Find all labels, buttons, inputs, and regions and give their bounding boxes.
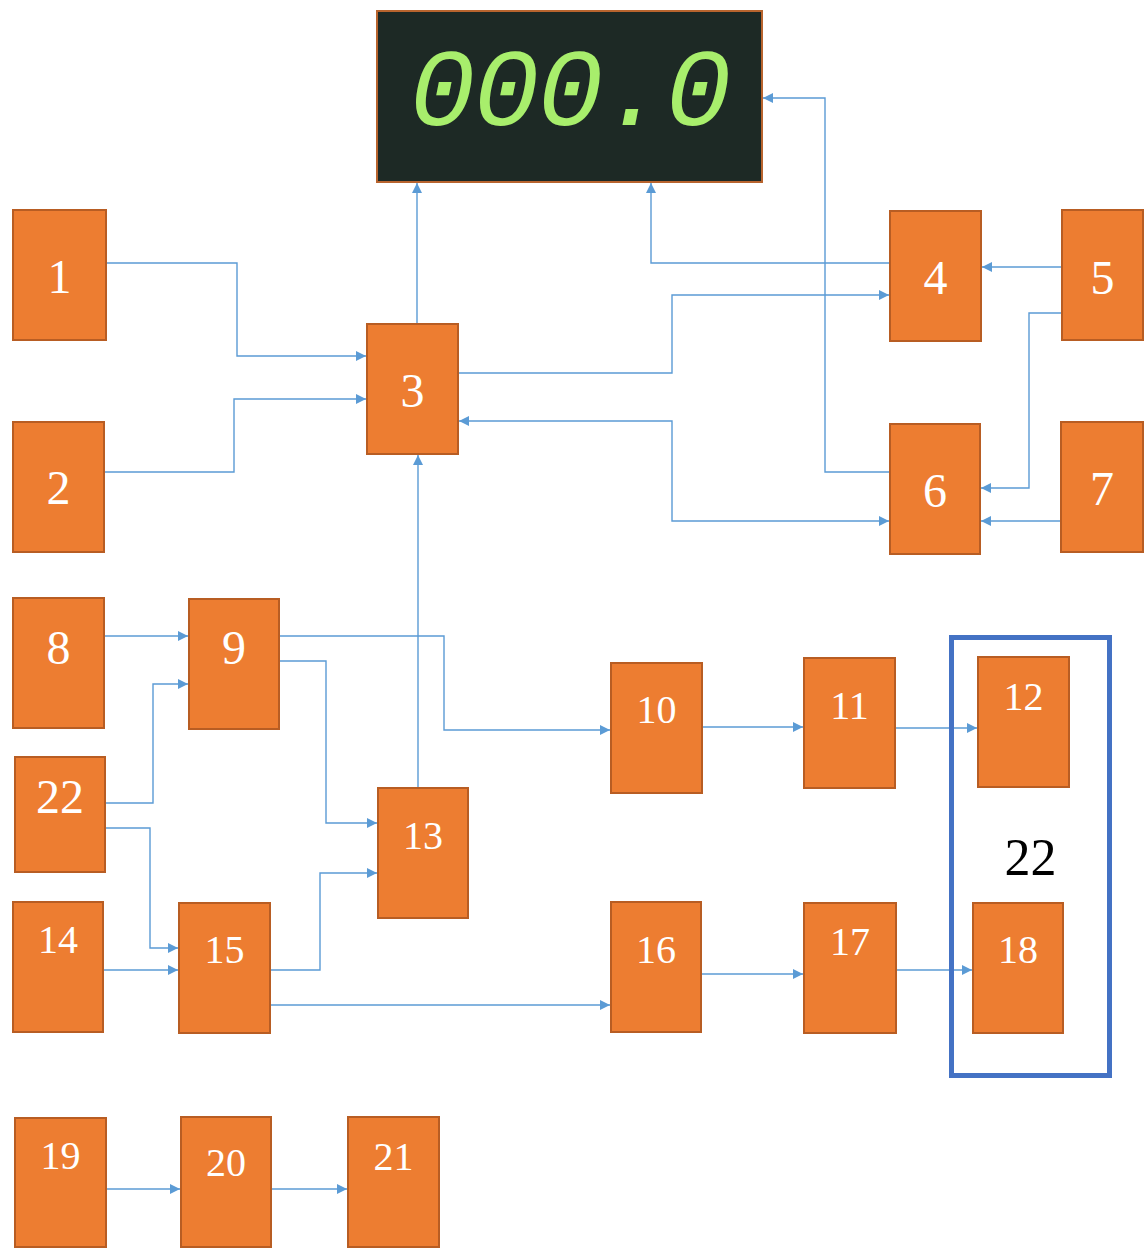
process-box: 11 (803, 657, 896, 789)
signal-arrow (417, 455, 418, 787)
signal-arrow (106, 684, 188, 803)
signal-arrow (104, 969, 178, 970)
box-number: 8 (14, 620, 103, 675)
process-box: 6 (889, 423, 981, 555)
signal-arrow (981, 313, 1061, 488)
process-box: 13 (377, 787, 469, 919)
box-number: 9 (190, 620, 278, 675)
box-number: 15 (180, 927, 269, 973)
process-box: 10 (610, 662, 703, 794)
signal-arrow (416, 183, 417, 323)
signal-arrow (271, 873, 377, 970)
signal-arrow (280, 636, 610, 730)
process-box: 3 (366, 323, 459, 455)
signal-arrow (107, 1188, 180, 1189)
box-number: 2 (14, 460, 103, 515)
signal-arrow (897, 969, 972, 970)
process-box: 1 (12, 209, 107, 341)
box-number: 7 (1062, 461, 1142, 516)
signal-arrow (106, 828, 178, 948)
signal-arrow (459, 421, 889, 521)
box-number: 14 (14, 917, 102, 963)
signal-arrow (702, 973, 803, 974)
process-box: 19 (14, 1117, 107, 1248)
box-number: 21 (349, 1134, 438, 1180)
process-box: 17 (803, 902, 897, 1034)
box-number: 18 (974, 927, 1062, 973)
box-number: 12 (979, 674, 1068, 720)
signal-arrow (703, 726, 803, 727)
process-box: 21 (347, 1116, 440, 1248)
process-box: 16 (610, 901, 702, 1033)
box-number: 11 (805, 683, 894, 729)
signal-arrow (105, 635, 188, 636)
display-digits: 000.0 (378, 41, 761, 151)
box-number: 16 (612, 927, 700, 973)
box-number: 19 (16, 1133, 105, 1179)
signal-arrow (271, 1004, 610, 1005)
signal-arrow (651, 183, 889, 263)
process-box: 8 (12, 597, 105, 729)
box-number: 1 (14, 249, 105, 304)
process-box: 4 (889, 210, 982, 342)
signal-arrow (272, 1188, 347, 1189)
group-frame: 22 12 18 (949, 635, 1112, 1078)
signal-arrow (763, 98, 889, 472)
process-box: 15 (178, 902, 271, 1034)
signal-arrow (107, 263, 366, 356)
box-number: 3 (368, 363, 457, 418)
process-box: 20 (180, 1116, 272, 1248)
box-number: 13 (379, 813, 467, 859)
box-number: 22 (16, 769, 104, 824)
box-number: 20 (182, 1140, 270, 1186)
box-number: 17 (805, 919, 895, 965)
group-number: 22 (954, 828, 1107, 888)
process-box: 14 (12, 901, 104, 1033)
process-box: 2 (12, 421, 105, 553)
signal-arrow (982, 266, 1061, 267)
box-number: 4 (891, 250, 980, 305)
process-box: 18 (972, 902, 1064, 1034)
signal-arrow (280, 661, 377, 823)
signal-arrow (105, 399, 366, 472)
box-number: 10 (612, 687, 701, 733)
signal-arrow (981, 520, 1060, 521)
process-box: 7 (1060, 421, 1144, 553)
signal-arrow (896, 727, 977, 728)
process-box: 5 (1061, 209, 1144, 341)
process-box: 12 (977, 656, 1070, 788)
box-number: 5 (1063, 250, 1142, 305)
process-box: 9 (188, 598, 280, 730)
process-box: 22 (14, 756, 106, 873)
box-number: 6 (891, 463, 979, 518)
led-display: 000.0 (376, 10, 763, 183)
